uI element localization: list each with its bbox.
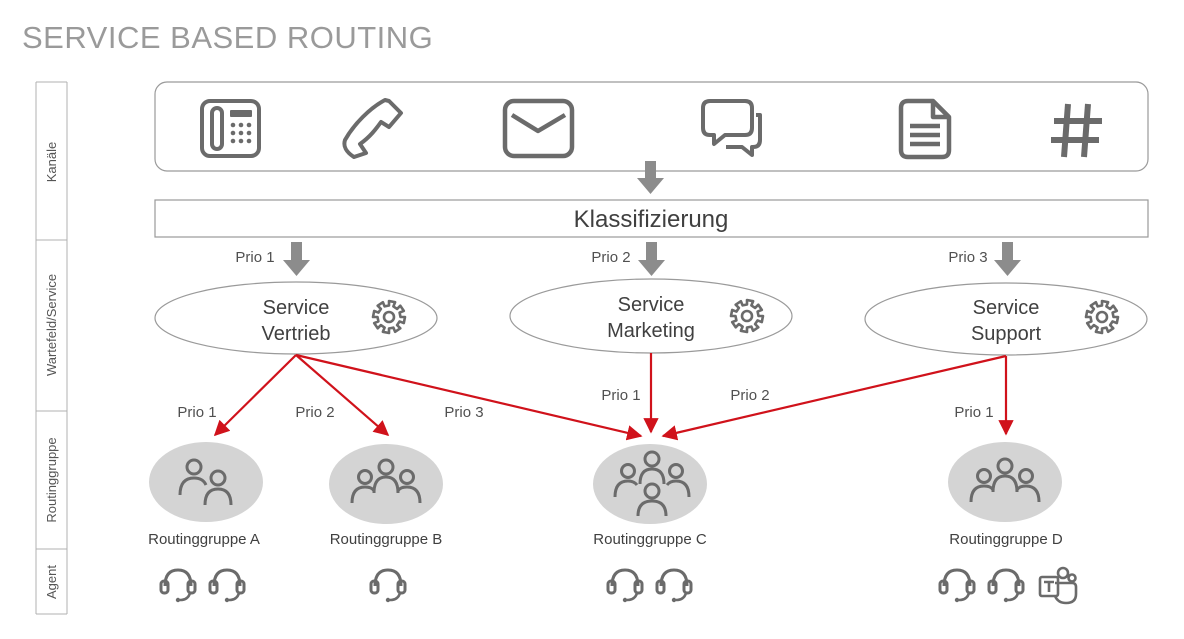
prio-label-vertrieb: Prio 1 <box>235 249 274 266</box>
routing-group-a-label: Routinggruppe A <box>148 531 260 548</box>
gear-icon <box>371 299 407 335</box>
lane-label-agent: Agent <box>44 565 59 599</box>
lane-label-routinggruppe: Routinggruppe <box>44 437 59 522</box>
route-label-support-d: Prio 1 <box>954 404 993 421</box>
route-vertrieb-to-b <box>295 354 390 437</box>
arrow-prio-1 <box>283 242 310 276</box>
routing-group-b <box>329 444 443 524</box>
teams-icon <box>1038 566 1078 605</box>
routing-group-d-label: Routinggruppe D <box>949 531 1063 548</box>
routing-group-b-label: Routinggruppe B <box>330 531 443 548</box>
routing-group-c-label: Routinggruppe C <box>593 531 707 548</box>
service-vertrieb <box>154 281 438 355</box>
hashtag-icon <box>1051 103 1102 158</box>
prio-label-support: Prio 3 <box>948 249 987 266</box>
headset-icon <box>938 568 976 603</box>
lane-label-kanaele: Kanäle <box>44 142 59 182</box>
people-icon <box>613 450 691 517</box>
route-label-vertrieb-a: Prio 1 <box>177 404 216 421</box>
arrow-prio-2 <box>638 242 665 276</box>
headset-icon <box>208 568 246 603</box>
service-vertrieb-line2: Vertrieb <box>262 323 331 345</box>
route-label-marketing-c: Prio 1 <box>601 387 640 404</box>
arrow-prio-3 <box>994 242 1021 276</box>
classification-box <box>154 199 1149 238</box>
headset-icon <box>606 568 644 603</box>
service-marketing-line2: Marketing <box>607 320 695 342</box>
service-support-line1: Service <box>973 297 1040 319</box>
route-label-vertrieb-c: Prio 3 <box>444 404 483 421</box>
lane-column <box>35 81 68 615</box>
headset-icon <box>159 568 197 603</box>
prio-label-marketing: Prio 2 <box>591 249 630 266</box>
chat-icon <box>701 99 762 157</box>
desk-phone-icon <box>200 99 261 158</box>
channels-box <box>154 81 1149 172</box>
service-support-line2: Support <box>971 323 1041 345</box>
gear-icon <box>1084 299 1120 335</box>
document-icon <box>898 98 952 160</box>
people-icon <box>350 458 422 504</box>
email-icon <box>502 98 575 159</box>
route-label-support-c: Prio 2 <box>730 387 769 404</box>
service-marketing-line1: Service <box>618 294 685 316</box>
route-label-vertrieb-b: Prio 2 <box>295 404 334 421</box>
headset-icon <box>655 568 693 603</box>
service-vertrieb-line1: Service <box>263 297 330 319</box>
page-title: SERVICE BASED ROUTING <box>22 20 434 55</box>
routing-group-a <box>149 442 263 522</box>
headset-icon <box>369 568 407 603</box>
service-support <box>864 282 1148 356</box>
lane-label-wartefeld: Wartefeld/Service <box>44 274 59 376</box>
people-icon <box>969 457 1041 503</box>
classification-label: Klassifizierung <box>574 206 729 233</box>
gear-icon <box>729 298 765 334</box>
people-icon <box>178 458 233 506</box>
arrow-channels-to-classification <box>637 161 664 194</box>
route-support-to-c <box>661 354 1007 441</box>
headset-icon <box>987 568 1025 603</box>
phone-handset-icon <box>342 98 403 159</box>
route-vertrieb-to-c <box>295 353 643 441</box>
route-vertrieb-to-a <box>213 354 297 437</box>
routing-group-c <box>593 444 707 524</box>
routing-group-d <box>948 442 1062 522</box>
